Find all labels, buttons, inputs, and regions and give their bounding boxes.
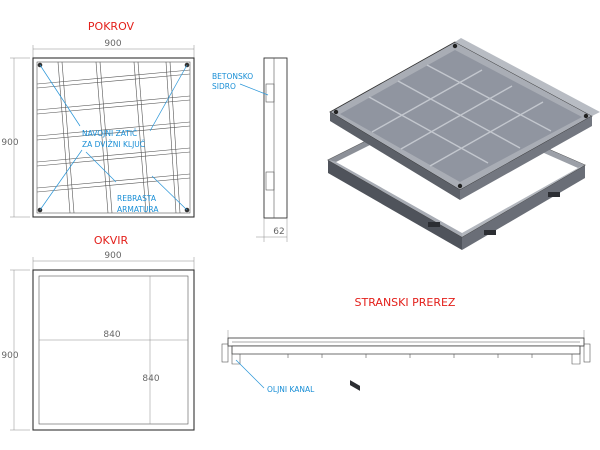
iso-cover — [329, 38, 600, 200]
cover-top-view: POKROV 900 900 — [1, 20, 195, 218]
cover-title: POKROV — [88, 20, 135, 33]
frame-title: OKVIR — [94, 234, 129, 247]
concrete-anchor-label-line2: SIDRO — [212, 82, 236, 91]
isometric-3d-view — [327, 38, 600, 391]
cover-width-dimension: 900 — [32, 39, 195, 58]
section-frame-profile — [231, 345, 581, 355]
frame-width-dimension: 900 — [32, 251, 195, 270]
cover-inner-outline — [36, 61, 191, 214]
cover-height-dimension: 900 — [1, 57, 30, 218]
cover-callout-leaders — [39, 64, 188, 211]
iso-frame-slot — [350, 380, 360, 391]
cover-rebar-grid — [36, 61, 191, 214]
frame-height-dimension: 900 — [1, 269, 30, 431]
oil-channel-label: OLJNI KANAL — [267, 385, 315, 394]
side-view-outline — [263, 57, 288, 219]
cover-side-view: BETONSKO SIDRO 62 — [212, 57, 288, 242]
rebar-label-line2: ARMATURA — [117, 205, 159, 214]
rebar-label-line1: REBRASTA — [117, 194, 157, 203]
frame-height-label: 900 — [1, 351, 18, 361]
anchor-top — [265, 83, 275, 103]
side-section-view: STRANSKI PREREZ OLJNI KANAL — [221, 296, 591, 394]
cover-width-label: 900 — [104, 39, 121, 49]
side-depth-dimension: 62 — [256, 218, 288, 242]
frame-inner-width-dimension: 840 — [39, 330, 188, 341]
iso-cover-grid — [368, 64, 552, 167]
concrete-anchor-label-line1: BETONSKO — [212, 72, 253, 81]
cover-height-label: 900 — [1, 138, 18, 148]
frame-top-view: OKVIR 900 900 840 840 — [1, 234, 195, 431]
section-tick-marks — [287, 354, 533, 358]
frame-inner-width-label: 840 — [103, 330, 120, 340]
frame-inner-outline — [38, 275, 189, 425]
frame-inner-height-label: 840 — [142, 374, 159, 384]
guide-pin-label-line1: NAVOJNI ZATIČ — [82, 129, 137, 138]
frame-width-label: 900 — [104, 251, 121, 261]
anchor-bottom — [265, 171, 275, 191]
guide-pin-label-line2: ZA DVIŽNI KLJUČ — [82, 140, 145, 149]
section-title: STRANSKI PREREZ — [355, 296, 456, 309]
oil-channel-leader — [235, 359, 265, 389]
anchor-leader — [239, 83, 269, 96]
side-depth-label: 62 — [273, 227, 284, 237]
frame-outline — [32, 269, 195, 431]
frame-inner-height-dimension: 840 — [142, 276, 160, 424]
